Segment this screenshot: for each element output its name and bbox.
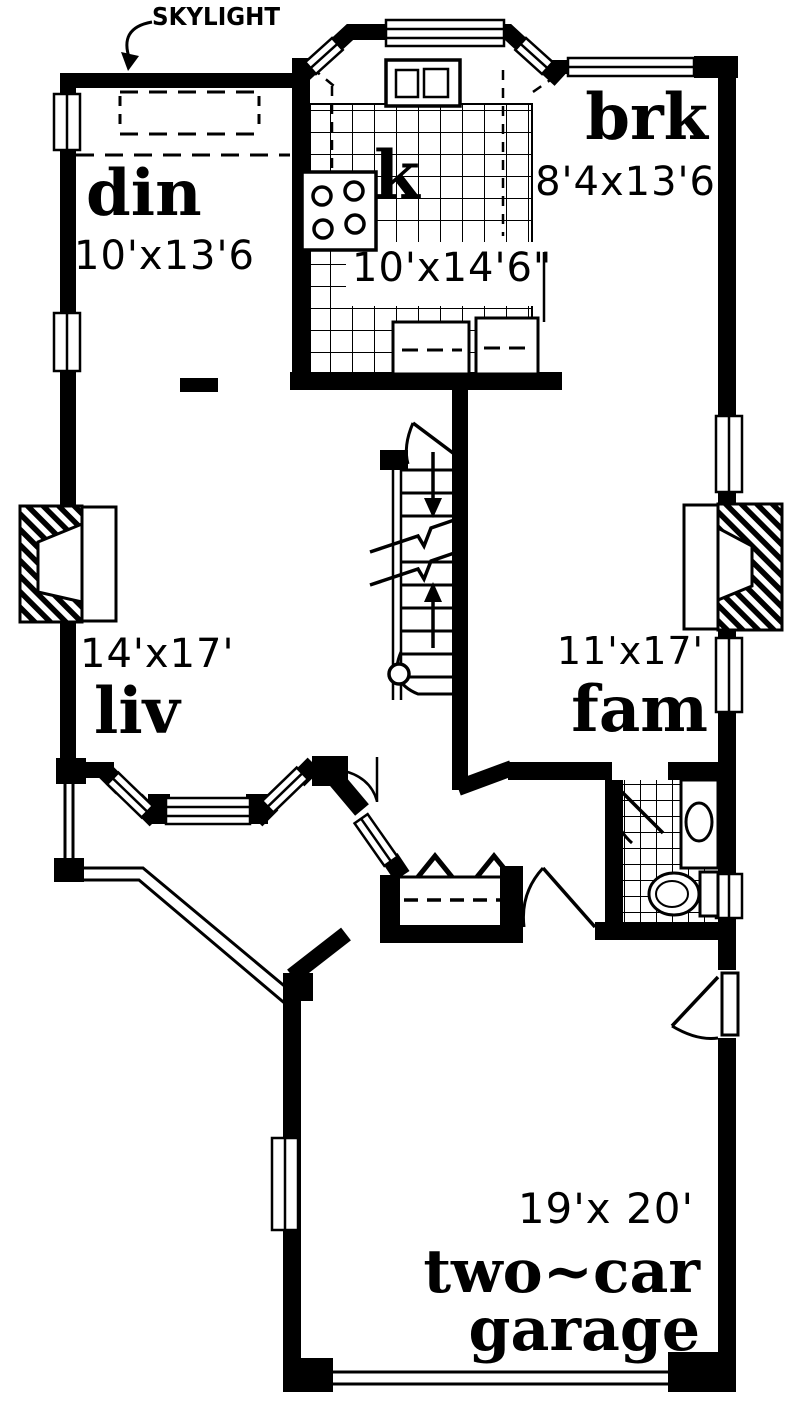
vanity-sink-icon (679, 778, 720, 870)
window-symbols (52, 18, 744, 1232)
stairs-up-arrow-icon (424, 582, 442, 648)
family-room-label: fam (571, 672, 708, 747)
bay-window-living-right (260, 765, 310, 815)
window-dining-left (52, 311, 82, 373)
garage-door-opening (330, 1370, 670, 1386)
closet-door-chevron-icon (475, 852, 513, 879)
toilet-icon (647, 870, 720, 918)
kitchen-label: k (374, 136, 420, 214)
family-room-dims: 11'x17' (556, 629, 704, 673)
staircase-symbol (369, 421, 467, 700)
bay-window-kitchen-top (384, 18, 506, 48)
window-garage-left (270, 1136, 300, 1232)
window-powder-right (714, 872, 744, 920)
bay-window-kitchen-right-wing (513, 36, 555, 76)
entry-closet (400, 852, 523, 902)
powder-door-swing (613, 783, 665, 845)
living-room-label: liv (94, 674, 180, 749)
entry-doors (339, 757, 597, 929)
powder-room (613, 778, 720, 922)
window-breakfast-top (566, 56, 696, 78)
closet-door-chevron-icon (416, 852, 454, 879)
front-entry-arch-swing (339, 757, 379, 802)
window-breakfast-right (714, 414, 744, 494)
dining-room-dims: 10'x13'6 (74, 233, 255, 279)
porch-edge-lines (54, 784, 295, 1008)
breakfast-room-label: brk (585, 80, 708, 155)
stair-break-lines (369, 514, 467, 587)
base-cabinets (391, 252, 546, 376)
double-sink-icon (384, 58, 462, 108)
fireplace-left-symbol (18, 504, 118, 624)
window-dining-left-top (52, 92, 82, 152)
kitchen-fixtures (300, 58, 557, 376)
dining-room-label: din (86, 156, 202, 231)
bay-window-kitchen-left-wing (303, 36, 345, 76)
garage-label-line1: two~car (423, 1237, 700, 1307)
skylight-arrow-icon (121, 20, 153, 71)
window-family-right (714, 636, 744, 714)
hall-door-swing (521, 866, 597, 929)
breakfast-room-dims: 8'4x13'6 (535, 159, 716, 205)
garage-dims: 19'x 20' (517, 1184, 694, 1233)
living-room-dims: 14'x17' (80, 631, 235, 677)
walls (56, 24, 738, 1390)
kitchen-dims: 10'x14'6" (352, 245, 553, 291)
stairs-door-swing (404, 421, 455, 465)
window-entry-diagonal (352, 812, 400, 868)
bay-window-living-left (105, 770, 155, 820)
bay-window-living-flat (164, 796, 252, 826)
stairs-down-arrow-icon (424, 452, 442, 518)
fireplace-right-symbol (682, 502, 784, 632)
stove-burners-icon (300, 170, 378, 252)
garage-label-line2: garage (468, 1295, 700, 1365)
garage-house-door (670, 970, 744, 1040)
skylight-label: SKYLIGHT (152, 2, 281, 31)
skylight-annotation (76, 20, 290, 157)
newel-post (387, 662, 411, 686)
skylight-dashed-outline (76, 90, 290, 157)
